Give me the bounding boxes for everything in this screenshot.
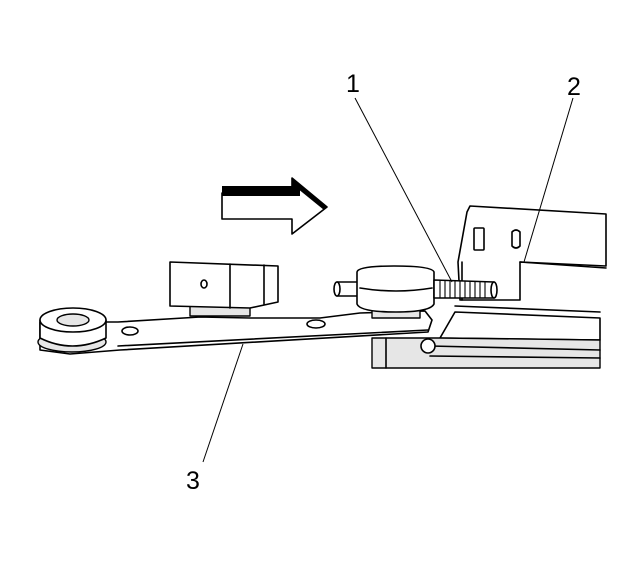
leader-line-1 — [354, 97, 453, 283]
bolt-fastener — [333, 265, 498, 319]
leader-line-3 — [202, 343, 244, 463]
release-lever — [37, 307, 433, 355]
callout-2: 2 — [567, 73, 581, 101]
lever-block — [169, 261, 279, 317]
callout-1: 1 — [346, 70, 360, 98]
callout-3: 3 — [186, 467, 200, 495]
leader-line-2 — [523, 97, 574, 263]
leader-lines — [202, 97, 574, 463]
direction-arrow-icon — [221, 177, 328, 235]
seat-bracket — [371, 205, 607, 369]
